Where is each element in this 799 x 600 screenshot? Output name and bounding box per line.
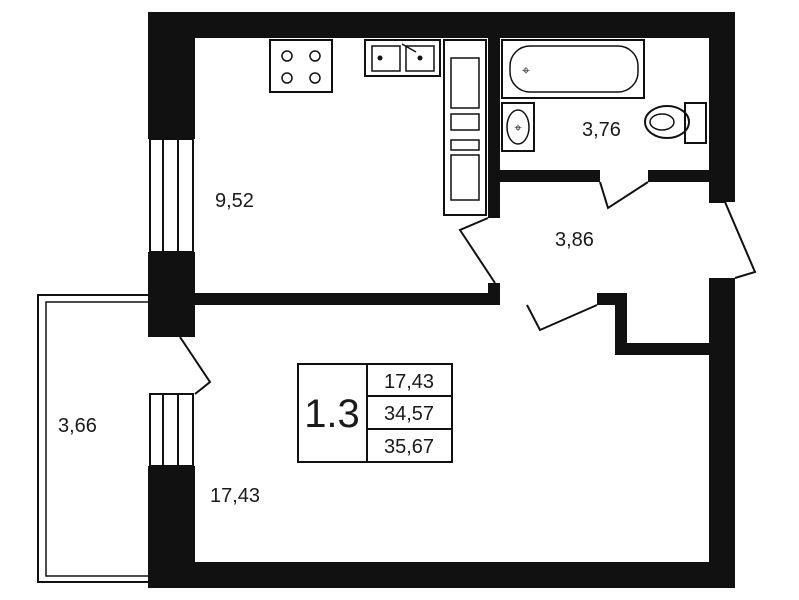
svg-text:⌖: ⌖	[514, 120, 522, 135]
bathtub-icon: ⌖	[501, 39, 645, 99]
total-area-with-balcony-value: 35,67	[384, 436, 434, 458]
kitchen-cabinet-icon	[443, 39, 487, 216]
living-area-label: 17,43	[210, 485, 260, 507]
kitchen-sink-icon	[364, 39, 441, 77]
apartment-info-table: 1.3 17,43 34,57 35,67	[297, 363, 453, 463]
kitchen-area-label: 9,52	[215, 190, 254, 212]
balcony-area-label: 3,66	[58, 415, 97, 437]
washbasin-icon: ⌖	[501, 102, 535, 152]
apartment-type-label: 1.3	[304, 392, 360, 436]
outer-walls	[148, 12, 735, 588]
window-living	[149, 393, 194, 467]
hall-doors	[458, 181, 757, 332]
window-kitchen	[149, 138, 194, 253]
svg-text:⌖: ⌖	[522, 62, 530, 78]
stove-icon	[269, 39, 333, 93]
bathroom-area-label: 3,76	[582, 119, 621, 141]
total-area-value: 34,57	[384, 403, 434, 425]
balcony	[37, 294, 148, 583]
hall-area-label: 3,86	[555, 229, 594, 251]
interior-walls	[195, 38, 709, 355]
living-area-value: 17,43	[384, 371, 434, 393]
balcony-door	[179, 336, 212, 395]
toilet-icon	[644, 102, 707, 144]
